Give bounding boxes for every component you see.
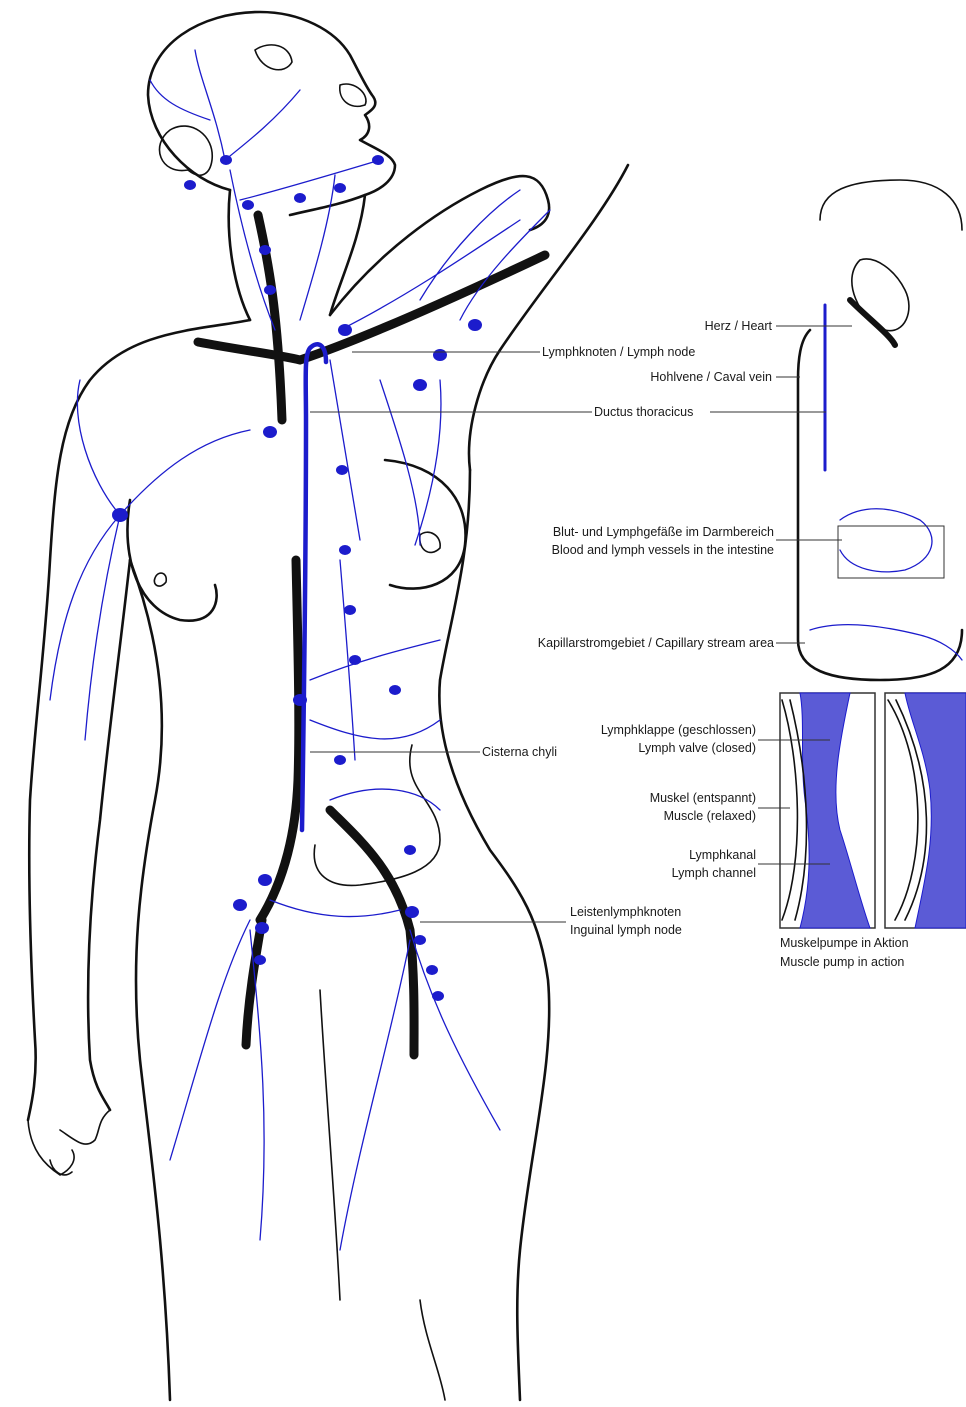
neck-right [330, 195, 365, 315]
lymph-node [293, 694, 307, 706]
label-intestine-en: Blood and lymph vessels in the intestine [552, 542, 774, 558]
lymph-node [372, 155, 384, 165]
label-channel-en: Lymph channel [672, 865, 756, 881]
lymph-node [336, 465, 348, 475]
label-pump-de: Muskelpumpe in Aktion [780, 935, 909, 951]
schematic-upper-capillary [820, 180, 962, 230]
body-figure [28, 12, 628, 1400]
label-caval-vein: Hohlvene / Caval vein [650, 369, 772, 385]
lymph-node [220, 155, 232, 165]
lymph-node [426, 965, 438, 975]
label-capillary: Kapillarstromgebiet / Capillary stream a… [538, 635, 774, 651]
label-muscle-de: Muskel (entspannt) [650, 790, 756, 806]
lymph-node [259, 245, 271, 255]
label-heart: Herz / Heart [705, 318, 772, 334]
left-hand [28, 1110, 110, 1175]
label-ductus: Ductus thoracicus [594, 404, 693, 420]
lymph-node [433, 349, 447, 361]
mouth-outline [340, 84, 366, 106]
blood-vessels [198, 215, 545, 1055]
label-inguinal-de: Leistenlymphknoten [570, 904, 681, 920]
lymph-node [413, 379, 427, 391]
lymph-node [339, 545, 351, 555]
lymph-node [264, 285, 276, 295]
lymph-node [405, 906, 419, 918]
left-arm-inner [88, 560, 130, 1110]
label-valve-de: Lymphklappe (geschlossen) [601, 722, 756, 738]
torso-left [130, 560, 170, 1400]
right-nipple [420, 532, 440, 552]
lymph-node [255, 922, 269, 934]
label-muscle-en: Muscle (relaxed) [664, 808, 756, 824]
label-lymph-node: Lymphknoten / Lymph node [542, 344, 695, 360]
caval-vein-body [260, 560, 299, 920]
label-valve-en: Lymph valve (closed) [638, 740, 756, 756]
lymph-node [389, 685, 401, 695]
torso-right [439, 470, 549, 1400]
lymph-abdomen [310, 560, 440, 810]
lymph-node [184, 180, 196, 190]
lymph-node [432, 991, 444, 1001]
left-breast [127, 500, 216, 621]
lymph-node [294, 193, 306, 203]
eye-outline [255, 45, 292, 70]
intestine-box [838, 526, 944, 578]
lymph-node [414, 935, 426, 945]
muscle-pump-panels [780, 693, 966, 928]
lymph-neck [230, 170, 335, 330]
inner-thigh [320, 990, 445, 1400]
lymph-head-1 [150, 50, 380, 200]
right-breast [385, 460, 466, 589]
lymph-node [404, 845, 416, 855]
lymph-legs [170, 900, 500, 1250]
lymph-left-arm [50, 380, 250, 740]
lymph-node [242, 200, 254, 210]
label-channel-de: Lymphkanal [689, 847, 756, 863]
lymph-node [112, 508, 128, 522]
lymph-node [254, 955, 266, 965]
label-inguinal-en: Inguinal lymph node [570, 922, 682, 938]
lymph-node [468, 319, 482, 331]
schematic-capillary-lymph [810, 625, 962, 660]
label-pump-en: Muscle pump in action [780, 954, 904, 970]
lymph-node [258, 874, 272, 886]
label-intestine-de: Blut- und Lymphgefäße im Darmbereich [553, 524, 774, 540]
lymph-node [338, 324, 352, 336]
iliac-right [330, 810, 414, 1055]
lymph-node [334, 755, 346, 765]
lymph-node [334, 183, 346, 193]
lymph-node [349, 655, 361, 665]
lymph-node [233, 899, 247, 911]
thoracic-duct [302, 344, 326, 830]
lymph-node [263, 426, 277, 438]
left-nipple [154, 573, 166, 586]
circulation-schematic [798, 180, 962, 680]
schematic-intestine-vessels [840, 509, 932, 572]
schematic-heart [852, 259, 909, 331]
label-cisterna: Cisterna chyli [482, 744, 557, 760]
lymph-node [344, 605, 356, 615]
schematic-vein [850, 300, 895, 345]
